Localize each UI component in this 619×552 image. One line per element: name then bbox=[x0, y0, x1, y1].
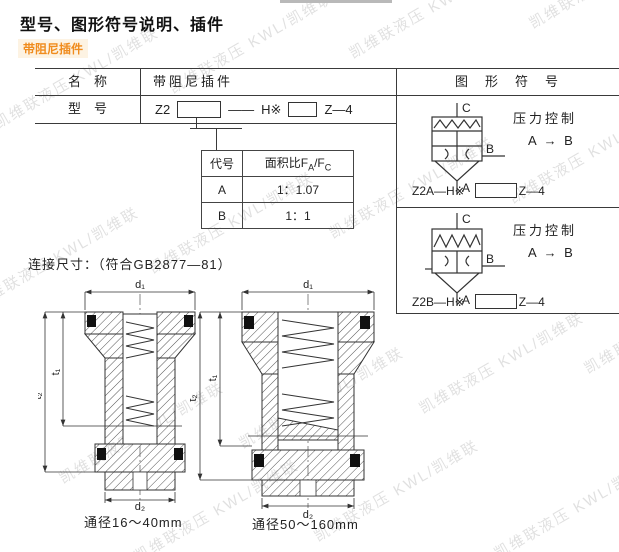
ratio-area-header: 面积比FA/FC bbox=[242, 150, 354, 177]
drawing-caption-large: 通径50～160mm bbox=[252, 517, 359, 532]
model-tail: Z—4 bbox=[324, 102, 353, 117]
ratio-code-header: 代号 bbox=[201, 150, 243, 177]
control-text: 压力控制 bbox=[513, 111, 578, 126]
dim-label-d1: d₁ bbox=[135, 279, 145, 291]
symbol-col-bottom bbox=[396, 313, 619, 314]
port-label-a: A bbox=[462, 181, 470, 195]
dim-label-t2: t₂ bbox=[190, 394, 199, 401]
symbol-code-row: Z2A—H※ Z—4 bbox=[412, 183, 545, 198]
table-row: B 1：1 bbox=[201, 202, 354, 229]
table-rule-bottom bbox=[35, 123, 396, 124]
hydraulic-symbol-z2a: C B A bbox=[431, 101, 505, 195]
section-drawing-large: d₁ d₂ t₁ t₂ bbox=[190, 279, 375, 520]
area-ratio-table: 代号 面积比FA/FC A 1：1.07 B 1：1 bbox=[201, 150, 354, 229]
port-label-b: B bbox=[486, 142, 494, 156]
name-label: 名 称 bbox=[67, 74, 107, 89]
port-label-c: C bbox=[462, 212, 471, 226]
flow-direction: A → B bbox=[528, 133, 575, 148]
symbol-section-divider bbox=[396, 207, 619, 208]
table-row: A 1：1.07 bbox=[201, 176, 354, 203]
symbol-column-header: 图 形 符 号 bbox=[454, 74, 560, 89]
dim-label-t1: t₁ bbox=[207, 374, 219, 381]
area-sub-a: A bbox=[308, 162, 315, 173]
name-value: 带阻尼插件 bbox=[153, 74, 234, 89]
model-blank-box-2 bbox=[288, 102, 318, 117]
dim-label-t2: t₂ bbox=[38, 392, 44, 399]
symbol-code: Z2B—H※ bbox=[412, 294, 465, 309]
area-mid: /F bbox=[314, 156, 325, 171]
ratio-cell-code: A bbox=[201, 176, 243, 203]
section-tag: 带阻尼插件 bbox=[18, 39, 89, 58]
control-text: 压力控制 bbox=[513, 223, 578, 238]
symbol-col-divider bbox=[396, 68, 397, 313]
port-label-b: B bbox=[486, 252, 494, 266]
model-label: 型 号 bbox=[67, 101, 107, 116]
dim-label-d2: d₂ bbox=[135, 501, 145, 512]
area-sub-c: C bbox=[324, 162, 332, 173]
symbol-blank-box bbox=[474, 183, 517, 198]
model-mid: H※ bbox=[261, 101, 282, 117]
drawing-caption-small: 通径16～40mm bbox=[84, 515, 183, 530]
dim-label-d1: d₁ bbox=[303, 279, 313, 291]
table-col-divider bbox=[140, 68, 141, 123]
model-dash: —— bbox=[228, 102, 255, 117]
symbol-code-tail: Z—4 bbox=[518, 294, 545, 309]
port-label-c: C bbox=[462, 101, 471, 115]
dim-label-t1: t₁ bbox=[50, 368, 62, 375]
ratio-cell-value: 1：1 bbox=[242, 202, 354, 229]
symbol-code: Z2A—H※ bbox=[412, 183, 465, 198]
page-title: 型号、图形符号说明、插件 bbox=[20, 17, 225, 34]
ratio-cell-value: 1：1.07 bbox=[242, 176, 354, 203]
table-rule-top bbox=[35, 68, 619, 69]
symbol-code-tail: Z—4 bbox=[518, 183, 545, 198]
top-edge-bar bbox=[280, 0, 392, 3]
ratio-cell-code: B bbox=[201, 202, 243, 229]
connector-drop bbox=[216, 128, 217, 150]
model-prefix: Z2 bbox=[155, 102, 171, 117]
connection-heading: 连接尺寸：（符合GB2877—81） bbox=[28, 257, 232, 272]
hydraulic-symbol-z2b: C B A bbox=[425, 212, 505, 307]
table-rule-mid bbox=[35, 95, 619, 96]
symbol-code-row: Z2B—H※ Z—4 bbox=[412, 294, 545, 309]
symbol-blank-box bbox=[474, 294, 517, 309]
area-label: 面积比F bbox=[264, 156, 309, 171]
connector-tick bbox=[196, 118, 197, 128]
table-row: 代号 面积比FA/FC bbox=[201, 150, 354, 177]
section-drawing-small: d₁ d₂ t₁ t₂ bbox=[38, 279, 197, 512]
dim-label-d2: d₂ bbox=[303, 509, 313, 520]
port-label-a: A bbox=[462, 293, 470, 307]
model-blank-box-1 bbox=[177, 101, 222, 118]
model-code-row: Z2 —— H※ Z—4 bbox=[155, 101, 353, 118]
flow-direction: A → B bbox=[528, 245, 575, 260]
